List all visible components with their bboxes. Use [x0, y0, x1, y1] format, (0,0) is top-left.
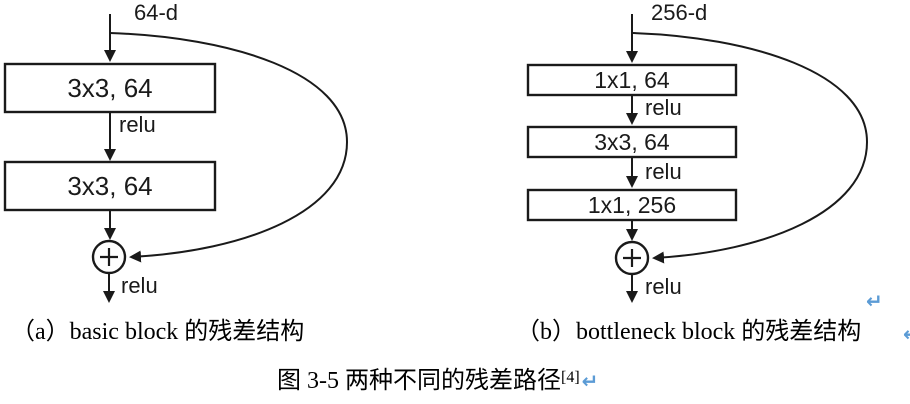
conv-box	[3, 160, 217, 212]
conv-box-label: 3x3, 64	[67, 73, 153, 103]
relu-label: relu	[119, 112, 156, 137]
caption-basic-block: （a）basic block 的残差结构	[11, 319, 305, 345]
return-mark-icon: ↵	[903, 324, 910, 344]
skip-connection	[632, 32, 869, 264]
relu-label: relu	[645, 95, 682, 120]
input-dim-label: 256-d	[651, 0, 708, 25]
basic-block-diagram	[3, 14, 349, 303]
figure-caption-text: 图 3-5 两种不同的残差路径	[277, 368, 561, 394]
input-dim-label: 64-d	[134, 0, 179, 25]
conv-box-label: 3x3, 64	[67, 171, 153, 201]
conv-box-label: 1x1, 256	[587, 191, 677, 218]
figure-caption: 图 3-5 两种不同的残差路径[4]↵	[277, 368, 598, 396]
plus-icon	[100, 248, 118, 266]
relu-label: relu	[645, 159, 682, 184]
plus-icon	[623, 249, 641, 267]
relu-label: relu	[645, 274, 682, 299]
conv-box-label: 3x3, 64	[594, 128, 670, 155]
bottleneck-block-diagram	[526, 14, 869, 303]
conv-box	[3, 62, 217, 114]
conv-box	[526, 188, 738, 222]
relu-label: relu	[121, 273, 158, 298]
conv-box-label: 1x1, 64	[594, 66, 670, 93]
return-mark-icon: ↵	[866, 289, 883, 313]
skip-connection	[109, 32, 349, 263]
figure-caption-reference: [4]	[561, 369, 580, 386]
return-mark-icon: ↵	[581, 369, 599, 393]
caption-bottleneck-block: （b）bottleneck block 的残差结构	[516, 319, 862, 345]
